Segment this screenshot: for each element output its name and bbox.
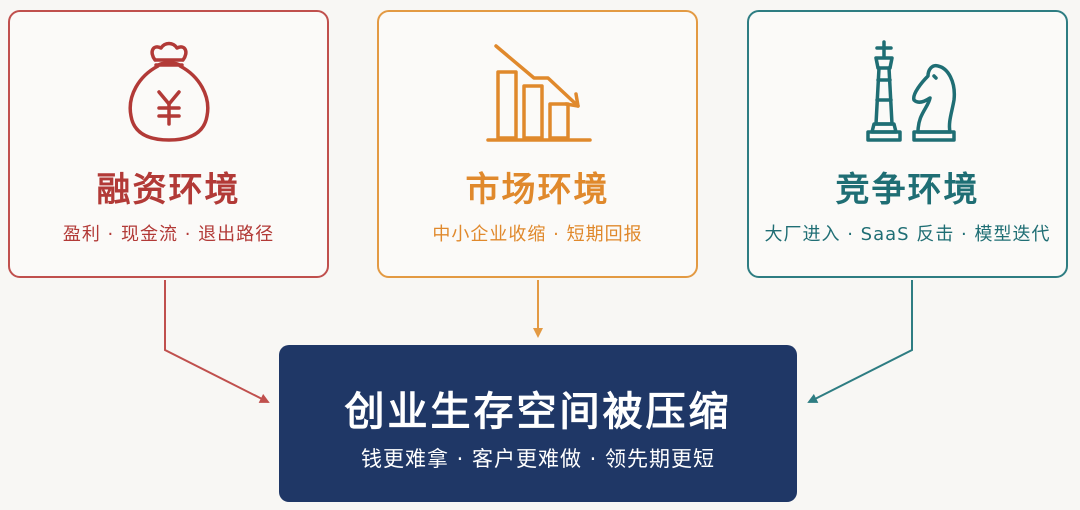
chess-pieces-icon (848, 38, 968, 148)
result-subtitle: 钱更难拿 · 客户更难做 · 领先期更短 (360, 447, 716, 471)
competition-subtitle: 大厂进入 · SaaS 反击 · 模型迭代 (764, 224, 1051, 245)
financing-environment-card: 融资环境 盈利 · 现金流 · 退出路径 (8, 10, 329, 278)
declining-bar-chart-icon (478, 38, 598, 148)
competition-title: 竞争环境 (835, 170, 980, 210)
result-box: 创业生存空间被压缩 钱更难拿 · 客户更难做 · 领先期更短 (279, 345, 797, 502)
market-title: 市场环境 (465, 170, 610, 210)
market-environment-card: 市场环境 中小企业收缩 · 短期回报 (377, 10, 698, 278)
result-title: 创业生存空间被压缩 (344, 389, 732, 435)
arrow-competition-to-result (807, 280, 913, 403)
competition-environment-card: 竞争环境 大厂进入 · SaaS 反击 · 模型迭代 (747, 10, 1068, 278)
money-bag-yen-icon (109, 38, 229, 148)
financing-title: 融资环境 (96, 170, 241, 210)
financing-subtitle: 盈利 · 现金流 · 退出路径 (62, 224, 275, 245)
arrow-financing-to-result (164, 280, 270, 403)
market-subtitle: 中小企业收缩 · 短期回报 (432, 224, 643, 245)
